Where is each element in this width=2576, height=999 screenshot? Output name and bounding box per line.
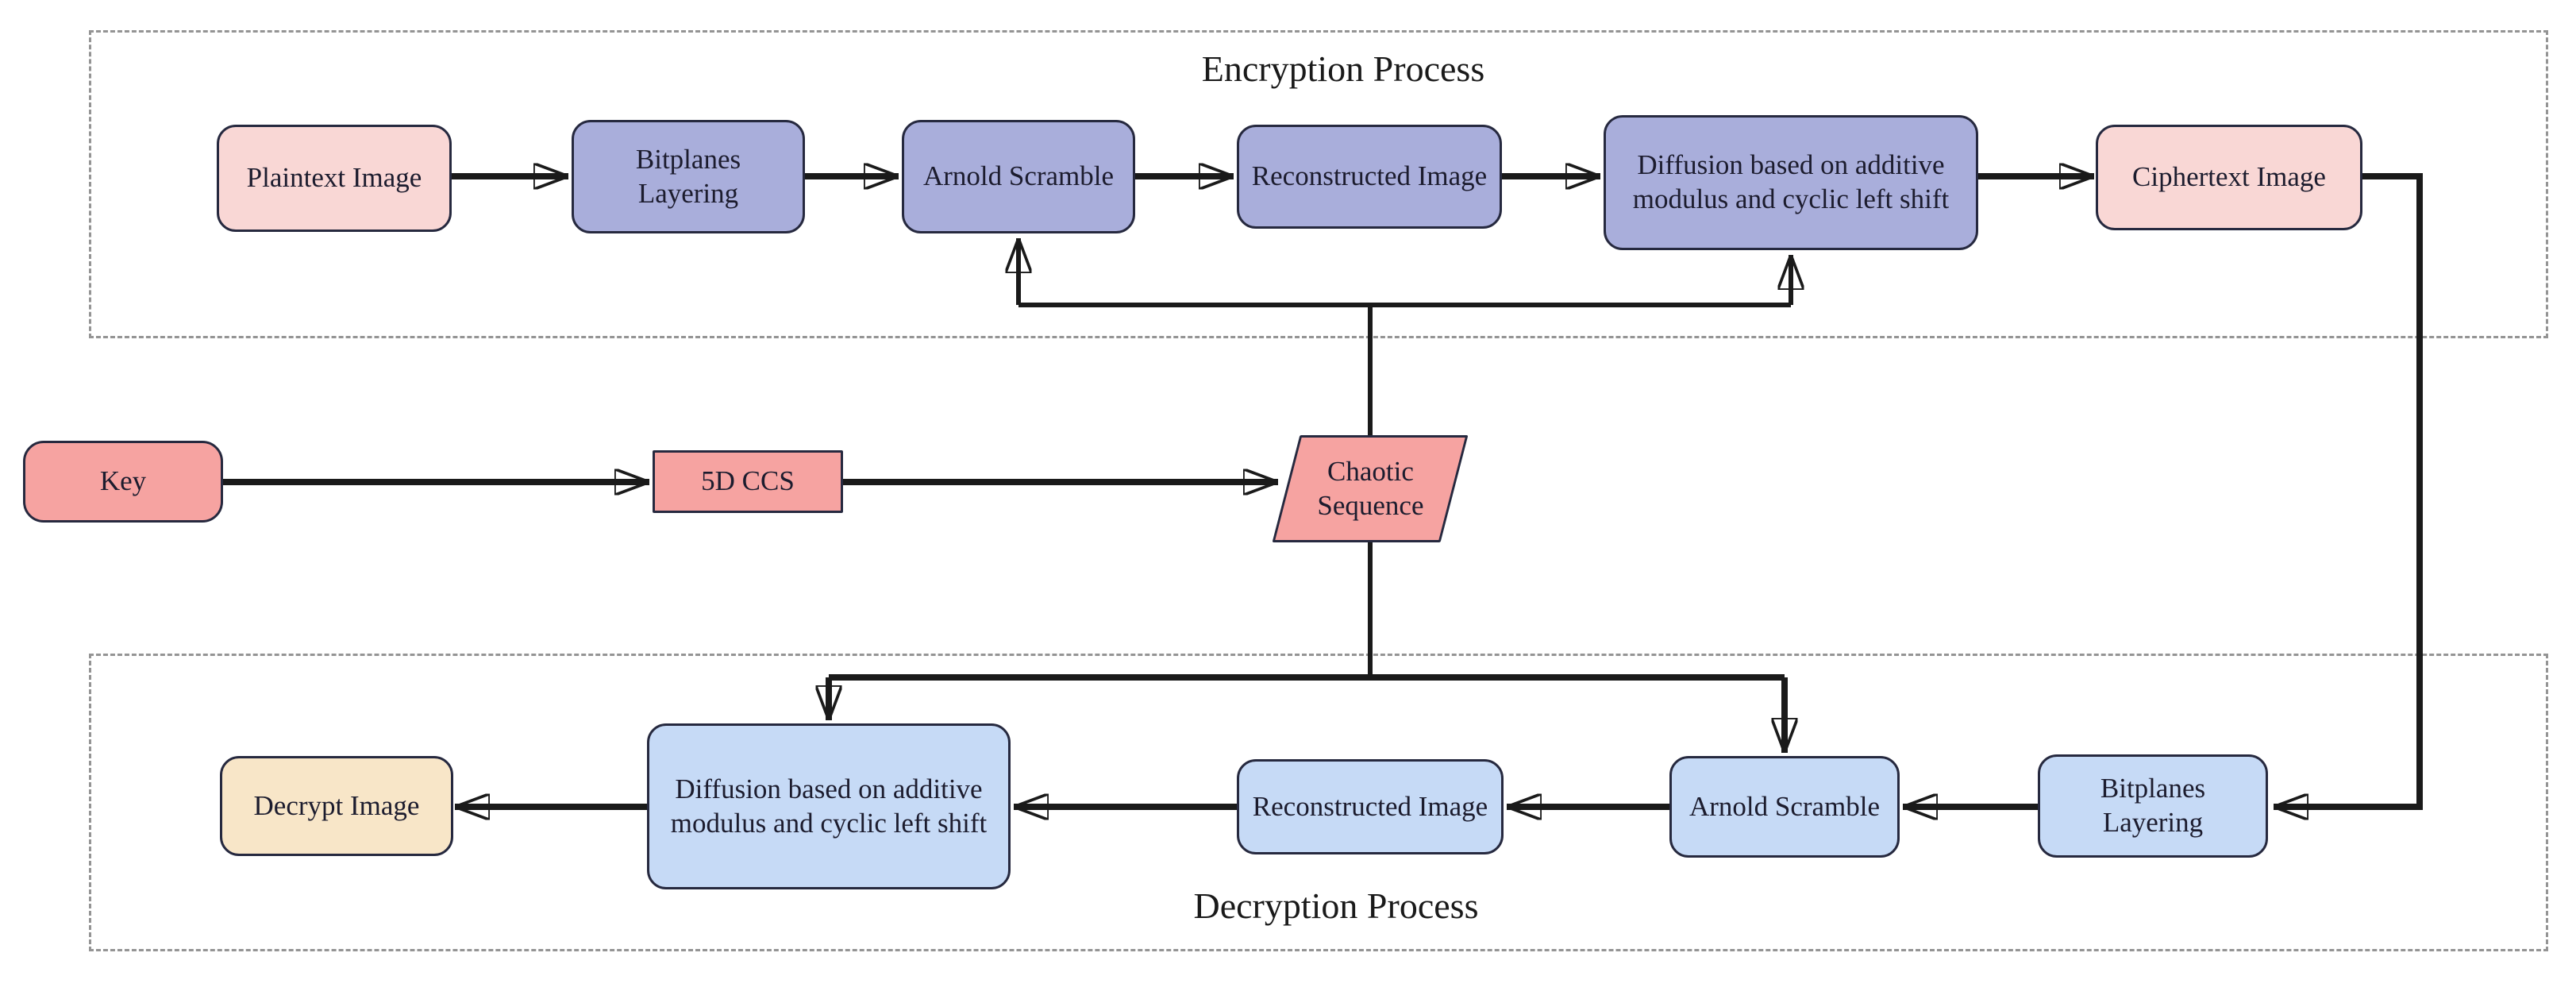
- node-arnold-scramble-enc: Arnold Scramble: [902, 120, 1135, 233]
- node-decrypt-image-label: Decrypt Image: [253, 789, 420, 821]
- node-plaintext-image-label: Plaintext Image: [246, 162, 422, 194]
- node-diffusion-dec: Diffusion based on additive modulus and …: [647, 723, 1011, 889]
- arrow-ciphertext-to-bitplanes-dec: [2274, 173, 2423, 807]
- node-5d-ccs: 5D CCS: [653, 450, 843, 513]
- node-diffusion-dec-label: Diffusion based on additive modulus and …: [670, 773, 988, 839]
- node-reconstructed-image-enc-label: Reconstructed Image: [1251, 160, 1488, 192]
- node-arnold-scramble-dec: Arnold Scramble: [1669, 756, 1900, 858]
- node-bitplanes-layering-dec: Bitplanes Layering: [2038, 754, 2268, 858]
- node-arnold-scramble-enc-label: Arnold Scramble: [922, 160, 1115, 192]
- encryption-process-title: Encryption Process: [1201, 48, 1485, 89]
- decryption-process-title: Decryption Process: [1193, 885, 1479, 926]
- node-key: Key: [23, 441, 223, 523]
- node-arnold-scramble-dec-label: Arnold Scramble: [1688, 790, 1881, 822]
- node-key-label: Key: [99, 465, 147, 497]
- decryption-process-container: [89, 654, 2548, 951]
- node-5d-ccs-label: 5D CCS: [701, 465, 795, 497]
- node-reconstructed-image-enc: Reconstructed Image: [1237, 125, 1502, 229]
- encryption-process-container: [89, 30, 2548, 338]
- node-ciphertext-image: Ciphertext Image: [2096, 125, 2362, 230]
- node-bitplanes-layering-enc: Bitplanes Layering: [572, 120, 805, 233]
- node-plaintext-image: Plaintext Image: [217, 125, 452, 232]
- node-ciphertext-image-label: Ciphertext Image: [2132, 161, 2326, 193]
- node-chaotic-sequence-label: Chaotic Sequence: [1316, 455, 1424, 521]
- node-bitplanes-layering-dec-label: Bitplanes Layering: [2100, 773, 2206, 838]
- node-decrypt-image: Decrypt Image: [220, 756, 453, 856]
- node-chaotic-sequence: Chaotic Sequence: [1272, 435, 1469, 542]
- node-reconstructed-image-dec: Reconstructed Image: [1237, 759, 1504, 854]
- node-bitplanes-layering-enc-label: Bitplanes Layering: [635, 143, 741, 209]
- node-diffusion-enc: Diffusion based on additive modulus and …: [1604, 115, 1978, 250]
- node-diffusion-enc-label: Diffusion based on additive modulus and …: [1632, 149, 1950, 214]
- node-reconstructed-image-dec-label: Reconstructed Image: [1252, 790, 1488, 822]
